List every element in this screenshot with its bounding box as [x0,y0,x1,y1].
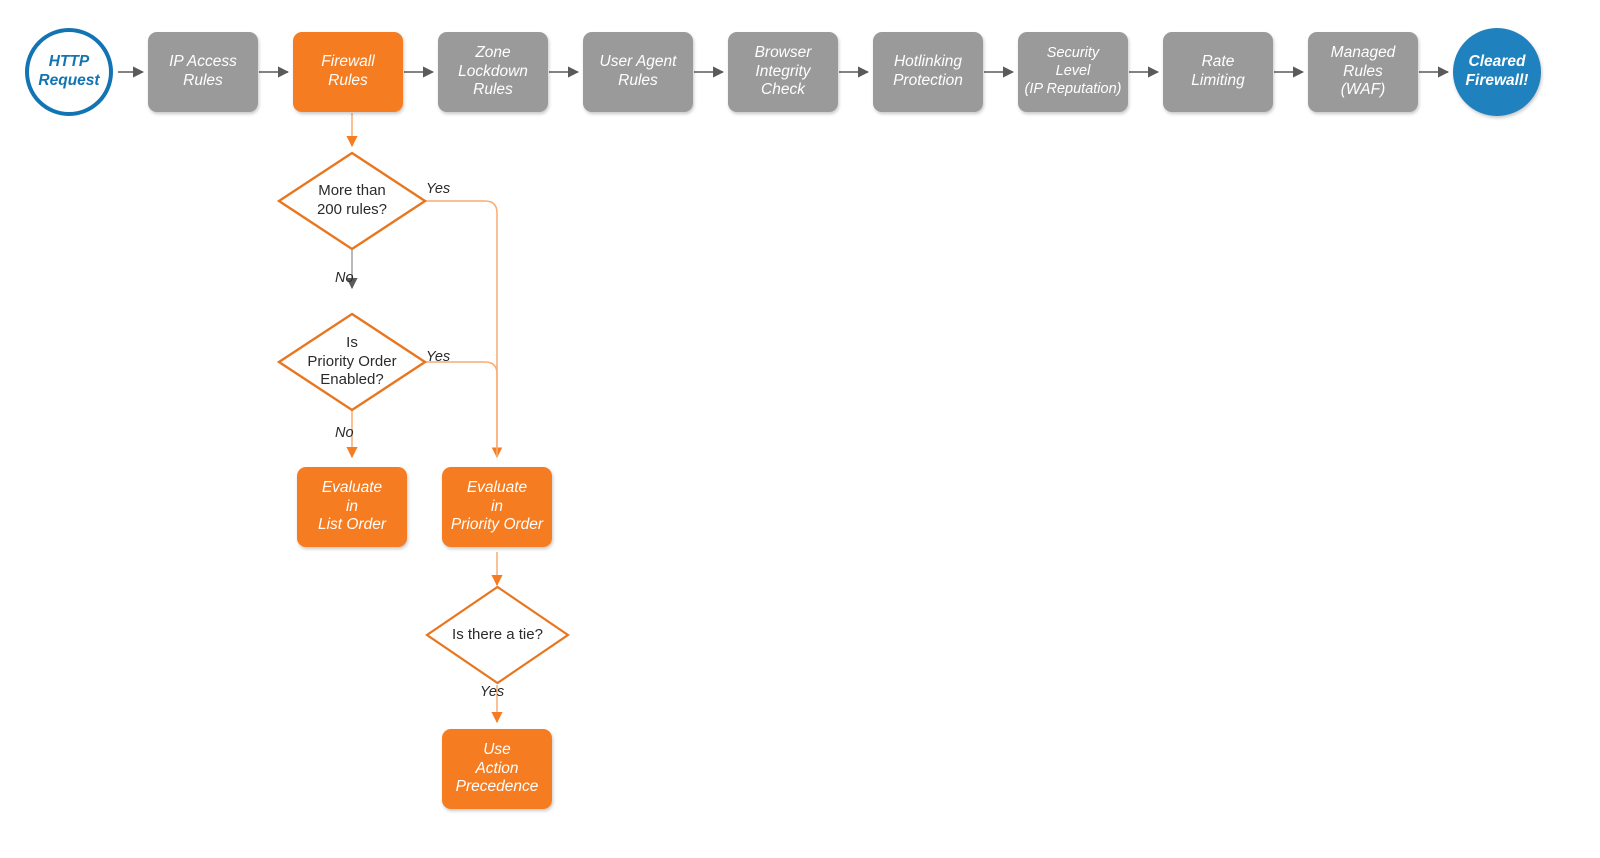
node-label: Cleared Firewall! [1465,53,1529,89]
node-label: Zone Lockdown Rules [458,43,528,99]
edge-label-text: Yes [426,181,451,197]
edge-rulecount-yes-to-priority-order-box [418,200,503,459]
node-label: IP Access Rules [169,53,237,89]
node-ip-access-rules[interactable]: IP Access Rules [148,32,258,112]
node-user-agent-rules[interactable]: User Agent Rules [583,32,693,112]
node-hotlinking-protection[interactable]: Hotlinking Protection [873,32,983,112]
node-label: Security Level (IP Reputation) [1024,45,1122,97]
node-label: Firewall Rules [321,53,375,89]
node-browser-integrity-check[interactable]: Browser Integrity Check [728,32,838,112]
edge-label-no-more-than-200: No [335,270,354,286]
node-label: Is Priority Order Enabled? [307,333,397,389]
node-label: Hotlinking Protection [893,53,963,89]
edge-label-text: Yes [426,349,451,365]
node-evaluate-in-list-order[interactable]: Evaluate in List Order [297,467,407,547]
edge-label-yes-tie: Yes [480,684,504,700]
node-decision-is-there-a-tie[interactable]: Is there a tie? [425,585,570,685]
node-label: Use Action Precedence [455,740,539,796]
node-managed-rules-waf[interactable]: Managed Rules (WAF) [1308,32,1418,112]
node-decision-more-than-200-rules[interactable]: More than 200 rules? [277,151,427,251]
node-label: Rate Limiting [1191,53,1245,89]
node-label: User Agent Rules [599,53,677,89]
node-use-action-precedence[interactable]: Use Action Precedence [442,729,552,809]
node-label: Managed Rules (WAF) [1330,43,1396,99]
node-rate-limiting[interactable]: Rate Limiting [1163,32,1273,112]
node-label: HTTP Request [38,53,100,89]
edge-priority-enabled-yes-join [418,361,498,457]
edge-label-no-priority-order: No [335,425,354,441]
node-cleared-firewall[interactable]: Cleared Firewall! [1453,28,1541,116]
node-label: More than 200 rules? [316,182,388,218]
node-http-request[interactable]: HTTP Request [25,28,113,116]
edge-label-text: No [335,270,354,286]
node-label: Browser Integrity Check [754,43,812,99]
diamond-shape [425,585,570,685]
node-label: Is there a tie? [452,625,543,643]
node-firewall-rules[interactable]: Firewall Rules [293,32,403,112]
edge-label-text: Yes [480,684,505,700]
node-security-level[interactable]: Security Level (IP Reputation) [1018,32,1128,112]
node-label: Evaluate in Priority Order [450,478,544,534]
edge-label-yes-priority-order: Yes [426,349,450,365]
node-zone-lockdown-rules[interactable]: Zone Lockdown Rules [438,32,548,112]
node-decision-priority-order-enabled[interactable]: Is Priority Order Enabled? [277,312,427,412]
edge-label-yes-more-than-200: Yes [426,181,450,197]
node-label: Evaluate in List Order [317,478,387,534]
diamond-shape [277,312,427,412]
diamond-shape [277,151,427,251]
node-evaluate-in-priority-order[interactable]: Evaluate in Priority Order [442,467,552,547]
edge-label-text: No [335,425,354,441]
